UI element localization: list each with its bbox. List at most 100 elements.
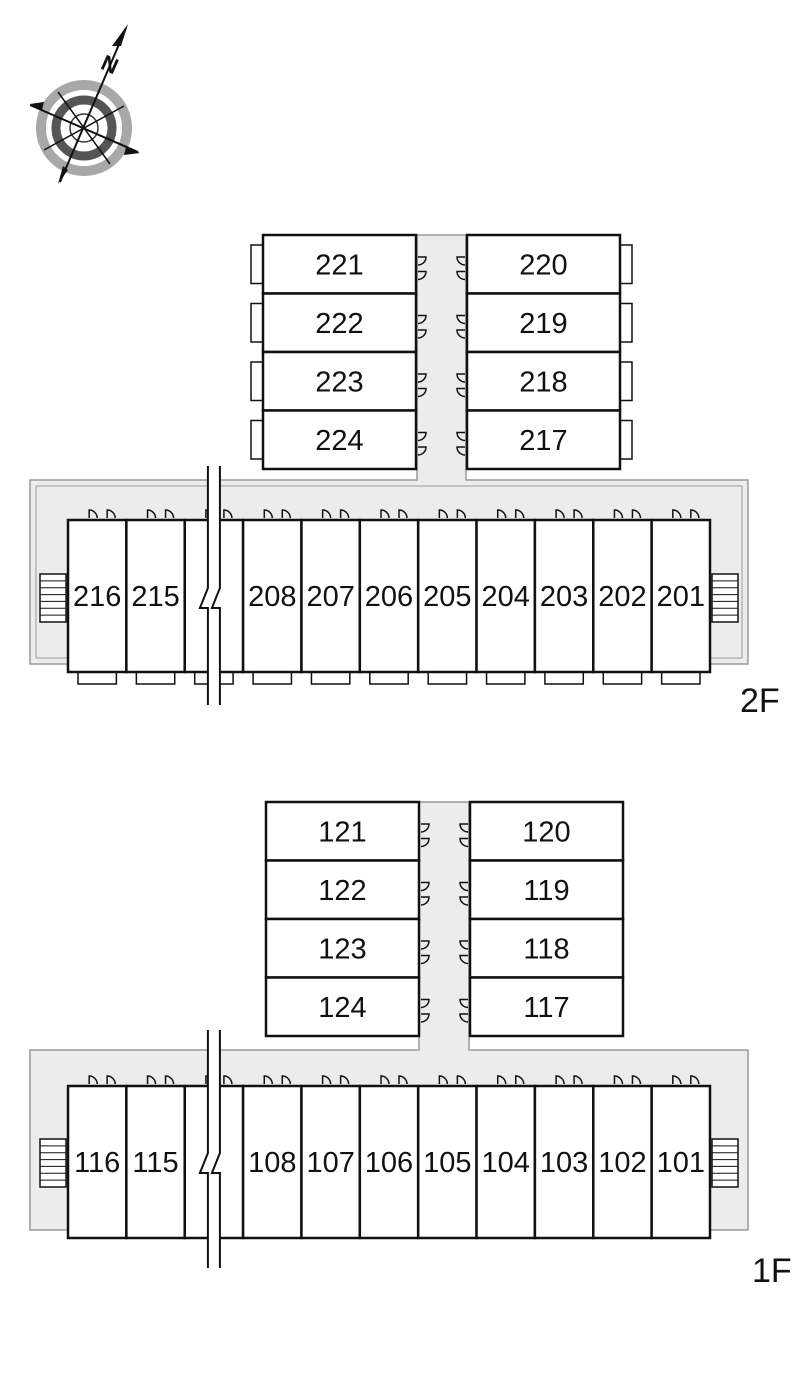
unit-224-label: 224 [315,425,363,457]
door-108-icon [263,1075,274,1085]
door-221-icon-2 [417,270,427,281]
door-204-icon [496,509,507,519]
unit-107-outline [300,1084,362,1240]
compass-core-ring [69,113,99,143]
unit-118-label: 118 [523,933,569,965]
door-121-icon-2 [420,837,430,848]
unit-215-outline [125,518,186,674]
door-224-icon [417,431,427,442]
door-115-icon-2 [164,1075,175,1085]
door-117-icon [459,998,469,1009]
door-123-icon [420,940,430,950]
door-215-icon [146,509,157,519]
compass-inner-ring [51,95,117,161]
stairs-left-icon-frame [39,1138,67,1188]
unit-204-label: 204 [482,581,530,613]
unit-121-outline [264,800,421,862]
unit-102-outline [592,1084,653,1240]
door-203-icon [555,509,565,519]
balcony-207 [310,671,351,685]
door-108-icon-2 [281,1075,292,1085]
unit-202-outline [592,518,653,674]
balcony-206 [369,671,409,685]
balcony-219 [619,302,633,343]
door-215-icon-2 [164,509,175,519]
balcony-215 [135,671,176,685]
door-205-icon [438,509,449,519]
door-220-icon-2 [456,270,466,281]
break-line-left [198,1030,209,1268]
balcony-201 [660,671,701,685]
door-207-icon [321,509,332,519]
balcony-220 [619,244,633,285]
door-124-icon [420,998,430,1009]
balcony-202 [602,671,643,685]
break-gap [207,466,220,705]
stairs-right-icon-frame [711,573,739,623]
balcony-217 [619,419,633,460]
unit-217-outline [465,409,622,471]
compass-south-arrowhead [58,166,68,184]
door-217-icon [456,431,466,442]
unit-221-label: 221 [315,249,363,281]
door-222-icon-2 [417,329,427,339]
break-line-right [210,1030,221,1268]
balcony-208 [252,671,293,685]
door-123-icon-2 [420,954,430,965]
unit-102-label: 102 [598,1147,646,1179]
unit-121-label: 121 [318,816,366,848]
unit-103-label: 103 [540,1147,588,1179]
door-216-icon-2 [106,509,116,519]
unit-219-outline [465,292,622,354]
door-121-icon [420,823,430,833]
door-203-icon-2 [573,509,583,519]
balcony-203 [544,671,585,685]
unit-223-outline [261,350,418,412]
break-line-left [198,466,209,705]
door-216-icon [88,509,98,519]
unit-122-label: 122 [318,875,366,907]
unit-215-label: 215 [131,581,179,613]
door-118-icon [459,940,469,950]
unit-220-label: 220 [519,249,567,281]
door-117-icon-2 [459,1013,469,1023]
unit-105-label: 105 [423,1147,471,1179]
unit-117-outline [468,976,625,1038]
door-217-icon-2 [456,446,466,456]
unit-207-label: 207 [306,581,354,613]
unit-201-outline [650,518,712,674]
unit-222-label: 222 [315,308,363,340]
unit-224-outline [261,409,418,471]
compass-rose-icon: N [29,24,140,184]
break-gap [207,1030,220,1268]
door-219-icon-2 [456,329,466,339]
stairs-left-icon-frame [39,573,67,623]
unit-216-label: 216 [73,581,121,613]
unit-119-outline [468,859,625,921]
stairs-left-icon [39,573,67,623]
door-204-icon-2 [514,509,525,519]
unit-223-label: 223 [315,366,363,398]
unit-103-outline [533,1084,595,1240]
unit-107-label: 107 [306,1147,354,1179]
unit-106-label: 106 [365,1147,413,1179]
door-101-icon-2 [690,1075,700,1085]
unit-101-label: 101 [657,1147,705,1179]
unit-208-label: 208 [248,581,296,613]
door-208-icon-2 [281,509,292,519]
compass-north-arrowhead [112,24,128,46]
unit-205-label: 205 [423,581,471,613]
door-116-icon-2 [106,1075,116,1085]
compass-diagonal-2 [57,91,111,165]
unit-123-label: 123 [318,933,366,965]
door-106-icon [380,1075,390,1085]
door-104-icon-2 [514,1075,525,1085]
unit-203-label: 203 [540,581,588,613]
compass-west-arrowhead [30,102,44,110]
door-223-icon-2 [417,387,427,398]
unit-217-label: 217 [519,425,567,457]
unit-115-label: 115 [132,1147,178,1179]
door-102-icon-2 [631,1075,642,1085]
